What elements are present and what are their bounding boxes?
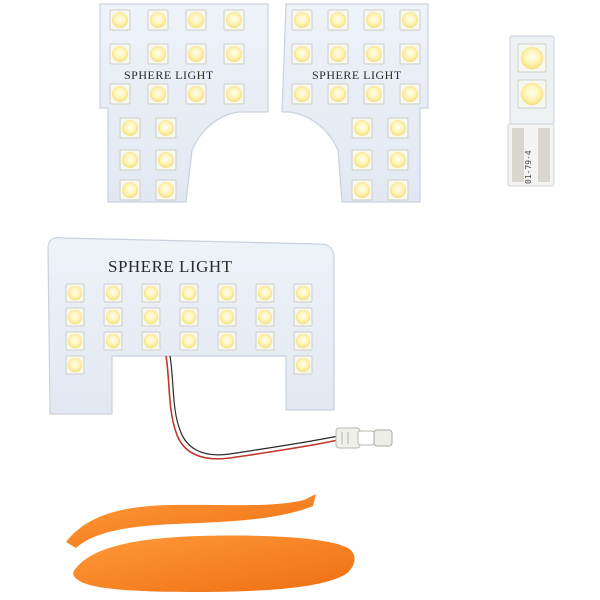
led-chip bbox=[351, 149, 373, 171]
small-board-code: 01-79-4 bbox=[524, 150, 533, 184]
led-chip bbox=[147, 83, 169, 105]
led-chip bbox=[327, 43, 349, 65]
led-chip bbox=[109, 43, 131, 65]
led-chip bbox=[119, 179, 141, 201]
led-chip bbox=[293, 355, 313, 375]
led-chip bbox=[327, 83, 349, 105]
led-chip bbox=[103, 307, 123, 327]
led-chip bbox=[327, 9, 349, 31]
led-chip bbox=[363, 9, 385, 31]
led-chip bbox=[291, 43, 313, 65]
led-chip bbox=[363, 43, 385, 65]
led-chip bbox=[179, 283, 199, 303]
led-chip bbox=[65, 331, 85, 351]
led-chip bbox=[291, 83, 313, 105]
led-chip bbox=[255, 283, 275, 303]
led-chip bbox=[185, 9, 207, 31]
led-chip bbox=[517, 79, 547, 109]
orange-pry-tool-lower bbox=[73, 535, 355, 592]
led-chip bbox=[387, 149, 409, 171]
led-chip bbox=[103, 331, 123, 351]
led-chip bbox=[255, 331, 275, 351]
led-chip bbox=[293, 283, 313, 303]
led-board-top-right: SPHERE LIGHT bbox=[281, 3, 429, 203]
led-chip bbox=[147, 43, 169, 65]
led-chip bbox=[155, 179, 177, 201]
led-board-small-t10: 01-79-4 bbox=[507, 35, 555, 187]
led-chip bbox=[141, 283, 161, 303]
led-chip bbox=[65, 355, 85, 375]
led-chip bbox=[351, 179, 373, 201]
led-chip bbox=[155, 149, 177, 171]
led-board-top-left: SPHERE LIGHT bbox=[99, 3, 269, 203]
led-chip bbox=[141, 307, 161, 327]
led-chip bbox=[119, 117, 141, 139]
led-chip bbox=[255, 307, 275, 327]
led-chip bbox=[223, 83, 245, 105]
led-chip bbox=[351, 117, 373, 139]
led-chip bbox=[119, 149, 141, 171]
brand-label-main: SPHERE LIGHT bbox=[108, 257, 233, 276]
led-chip bbox=[109, 9, 131, 31]
led-chip bbox=[293, 331, 313, 351]
led-chip bbox=[179, 307, 199, 327]
led-board-main: SPHERE LIGHT bbox=[47, 236, 335, 415]
led-chip bbox=[223, 43, 245, 65]
led-chip bbox=[363, 83, 385, 105]
t10-connector-plug bbox=[335, 427, 393, 449]
led-chip bbox=[155, 117, 177, 139]
orange-pry-tool-upper bbox=[66, 494, 316, 548]
led-chip bbox=[185, 43, 207, 65]
led-chip bbox=[141, 331, 161, 351]
led-chip bbox=[109, 83, 131, 105]
led-chip bbox=[387, 179, 409, 201]
led-chip bbox=[223, 9, 245, 31]
led-chip bbox=[399, 9, 421, 31]
led-chip bbox=[103, 283, 123, 303]
led-chip bbox=[147, 9, 169, 31]
led-chip bbox=[399, 43, 421, 65]
led-chip bbox=[217, 331, 237, 351]
led-chip bbox=[387, 117, 409, 139]
led-chip bbox=[517, 43, 547, 73]
led-chip bbox=[65, 307, 85, 327]
led-chip bbox=[65, 283, 85, 303]
brand-label-left: SPHERE LIGHT bbox=[124, 68, 214, 82]
led-chip bbox=[293, 307, 313, 327]
wire-harness bbox=[165, 355, 393, 460]
led-chip bbox=[399, 83, 421, 105]
brand-label-right: SPHERE LIGHT bbox=[312, 68, 402, 82]
led-chip bbox=[291, 9, 313, 31]
led-chip bbox=[217, 283, 237, 303]
led-chip bbox=[217, 307, 237, 327]
led-chip bbox=[185, 83, 207, 105]
led-chip bbox=[179, 331, 199, 351]
